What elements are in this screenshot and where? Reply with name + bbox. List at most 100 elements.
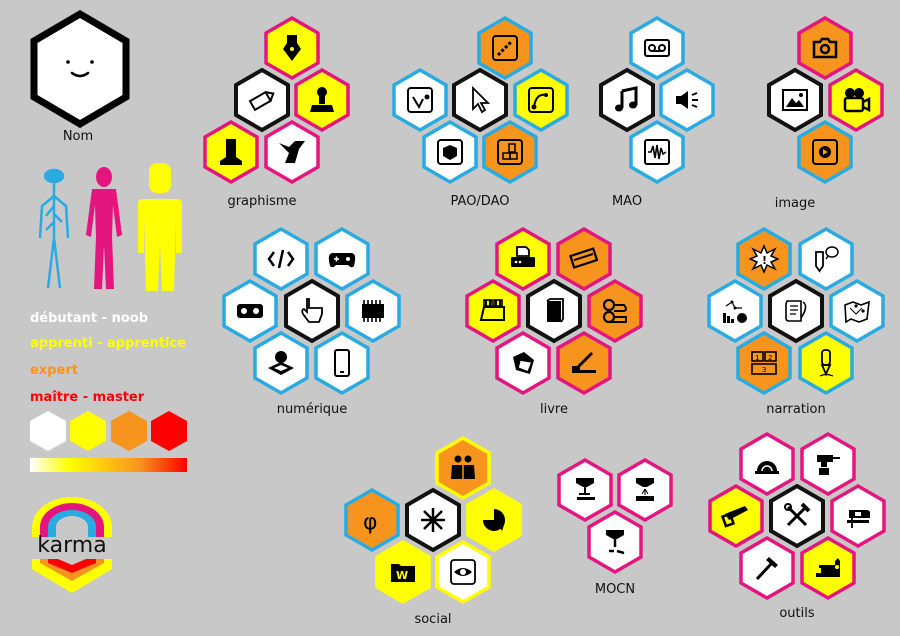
- skill-hex-pointing-hand[interactable]: [283, 278, 341, 344]
- level-swatch-red: [151, 411, 187, 451]
- skill-hex-play-video[interactable]: [796, 119, 854, 185]
- data-visualization-icon: [706, 278, 764, 344]
- music-note-icon: [598, 67, 656, 133]
- skill-hex-3d-scan[interactable]: [252, 330, 310, 396]
- skill-hex-cursor-arrow[interactable]: [451, 67, 509, 133]
- skill-hex-camera[interactable]: [796, 15, 854, 81]
- skill-hex-laser-cutter[interactable]: [616, 457, 674, 523]
- svg-text:!: !: [762, 254, 767, 267]
- skill-hex-code-tag[interactable]: [252, 226, 310, 292]
- skill-hex-sewing-machine[interactable]: [799, 535, 857, 601]
- skill-hex-book[interactable]: [525, 278, 583, 344]
- layout-pages-icon: [481, 119, 539, 185]
- skill-hex-polyline-tool[interactable]: [476, 15, 534, 81]
- skill-hex-microchip[interactable]: [344, 278, 402, 344]
- smartphone-icon: [313, 330, 371, 396]
- skill-hex-cassette-tape[interactable]: [628, 15, 686, 81]
- skill-hex-scroll-quill[interactable]: [767, 278, 825, 344]
- group-label-narration: narration: [766, 402, 826, 417]
- level-swatch-white: [30, 411, 66, 451]
- skill-hex-network-asterisk[interactable]: [404, 487, 462, 553]
- svg-text:W: W: [396, 569, 408, 582]
- skill-hex-fountain-pen[interactable]: [797, 330, 855, 396]
- level-label-master: maître - master: [30, 390, 145, 405]
- skill-hex-binding-machine[interactable]: [464, 278, 522, 344]
- 3d-printer-icon: [556, 457, 614, 523]
- skill-hex-pencil-speech[interactable]: [797, 226, 855, 292]
- circular-saw-icon: [738, 431, 796, 497]
- stamp-icon: [293, 67, 351, 133]
- skill-hex-3d-cube[interactable]: [421, 119, 479, 185]
- logo-text: karma: [37, 533, 107, 558]
- skill-hex-video-camera[interactable]: [827, 67, 885, 133]
- microchip-icon: [344, 278, 402, 344]
- level-gradient-bar: [30, 458, 187, 472]
- pointing-hand-icon: [283, 278, 341, 344]
- skill-hex-comic-burst[interactable]: !: [735, 226, 793, 292]
- skill-hex-offset-rollers[interactable]: [586, 278, 644, 344]
- level-label-expert: expert: [30, 363, 78, 378]
- skill-hex-vr-headset[interactable]: [221, 278, 279, 344]
- vector-node-icon: [391, 67, 449, 133]
- muscle-figure: [86, 167, 122, 289]
- group-label-mocn: MOCN: [594, 582, 636, 597]
- skill-hex-printer[interactable]: [494, 226, 552, 292]
- paper-fold-icon: [494, 330, 552, 396]
- skill-hex-3d-printer[interactable]: [556, 457, 614, 523]
- skill-hex-layout-pages[interactable]: [481, 119, 539, 185]
- skill-hex-paper-fold[interactable]: [494, 330, 552, 396]
- skill-hex-cnc-mill[interactable]: [586, 509, 644, 575]
- skill-hex-wrench-hammer[interactable]: [768, 483, 826, 549]
- skill-hex-stamp[interactable]: [293, 67, 351, 133]
- level-label-noob: débutant - noob: [30, 311, 149, 326]
- avatar-hex[interactable]: [28, 10, 132, 128]
- eye-view-icon: [434, 539, 492, 605]
- skill-hex-waveform[interactable]: [628, 119, 686, 185]
- skill-hex-phi-symbol[interactable]: φ: [343, 487, 401, 553]
- level-swatch-yellow: [70, 411, 106, 451]
- skill-hex-paper-cutter[interactable]: [555, 330, 613, 396]
- skill-hex-wiki-folder[interactable]: W: [374, 539, 432, 605]
- skill-hex-speaker-volume[interactable]: [658, 67, 716, 133]
- skill-hex-gamepad[interactable]: [313, 226, 371, 292]
- skill-hex-fountain-pen-nib[interactable]: [263, 15, 321, 81]
- skill-hex-pie-chart[interactable]: [465, 487, 523, 553]
- code-tag-icon: [252, 226, 310, 292]
- skill-hex-treasure-map[interactable]: [828, 278, 886, 344]
- skill-hex-hammer[interactable]: [738, 535, 796, 601]
- skill-hex-screen-print-squeegee[interactable]: [555, 226, 613, 292]
- skill-hex-data-visualization[interactable]: [706, 278, 764, 344]
- treasure-map-icon: [828, 278, 886, 344]
- silhouette-figure: [138, 163, 182, 291]
- pencil-speech-icon: [797, 226, 855, 292]
- scroll-quill-icon: [767, 278, 825, 344]
- skill-hex-jigsaw[interactable]: [829, 483, 887, 549]
- play-video-icon: [796, 119, 854, 185]
- comic-burst-icon: !: [735, 226, 793, 292]
- skill-hex-smartphone[interactable]: [313, 330, 371, 396]
- wrench-hammer-icon: [768, 483, 826, 549]
- cnc-mill-icon: [586, 509, 644, 575]
- skill-hex-music-note[interactable]: [598, 67, 656, 133]
- skill-hex-hand-saw[interactable]: [707, 483, 765, 549]
- people-pair-icon: [434, 435, 492, 501]
- landscape-picture-icon: [766, 67, 824, 133]
- speaker-volume-icon: [658, 67, 716, 133]
- skill-hex-landscape-picture[interactable]: [766, 67, 824, 133]
- skill-hex-people-pair[interactable]: [434, 435, 492, 501]
- waveform-icon: [628, 119, 686, 185]
- svg-text:2: 2: [768, 354, 772, 362]
- skill-hex-eye-view[interactable]: [434, 539, 492, 605]
- level-swatch-orange: [111, 411, 147, 451]
- skill-hex-origami-bird[interactable]: [263, 119, 321, 185]
- skill-hex-vector-node[interactable]: [391, 67, 449, 133]
- origami-bird-icon: [263, 119, 321, 185]
- phi-symbol-icon: φ: [343, 487, 401, 553]
- svg-text:1: 1: [755, 354, 759, 362]
- skill-hex-pencil[interactable]: [233, 67, 291, 133]
- skill-hex-circular-saw[interactable]: [738, 431, 796, 497]
- skill-hex-letterpress-type[interactable]: [202, 119, 260, 185]
- skill-hex-power-drill[interactable]: [799, 431, 857, 497]
- skill-hex-bezier-curve[interactable]: [512, 67, 570, 133]
